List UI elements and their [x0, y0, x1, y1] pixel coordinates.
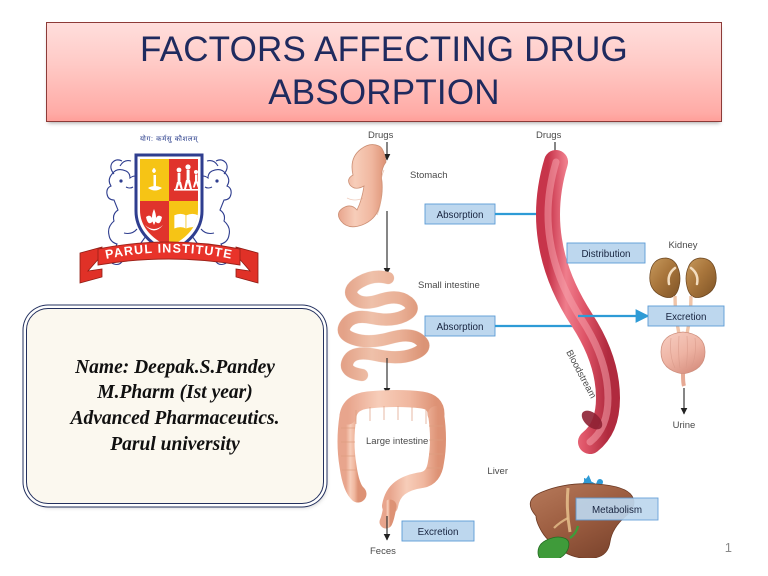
slide-page-number: 1	[724, 540, 732, 555]
liver-illustration	[529, 483, 635, 558]
author-degree: M.Pharm (Ist year)	[97, 382, 253, 404]
sanskrit-motto-text: योग: कर्मसु कौशलम्	[139, 136, 199, 143]
label-drugs-iv: Drugs	[536, 130, 562, 141]
label-liver-text: Liver	[487, 466, 508, 477]
crest-icon: PARUL INSTITUTE	[79, 153, 259, 284]
process-box-excretion-renal: Excretion	[647, 305, 725, 327]
page-title: FACTORS AFFECTING DRUG ABSORPTION	[140, 30, 628, 112]
drug-absorption-diagram: Drugs Stomach Absorption Small intestine…	[330, 126, 768, 558]
label-drugs-oral: Drugs	[368, 130, 394, 141]
svg-text:Distribution: Distribution	[581, 249, 630, 260]
label-urine: Urine	[673, 420, 696, 431]
label-large-intestine: Large intestine	[366, 436, 428, 447]
logo-ribbon-text: PARUL INSTITUTE	[104, 241, 234, 261]
large-intestine-illustration	[337, 390, 446, 529]
svg-text:Absorption: Absorption	[437, 210, 484, 221]
author-university: Parul university	[110, 433, 240, 455]
small-intestine-illustration	[337, 270, 430, 382]
label-small-intestine: Small intestine	[418, 280, 480, 291]
process-box-excretion-fecal: Excretion	[401, 520, 475, 542]
logo-ribbon: PARUL INSTITUTE	[79, 241, 259, 284]
stomach-illustration	[338, 144, 387, 228]
process-box-distribution: Distribution	[566, 242, 646, 264]
author-name: Name: Deepak.S.Pandey	[75, 356, 275, 378]
label-feces: Feces	[370, 546, 396, 557]
slide-title-banner: FACTORS AFFECTING DRUG ABSORPTION	[46, 22, 722, 122]
svg-text:Excretion: Excretion	[418, 527, 459, 538]
label-kidney: Kidney	[668, 240, 697, 251]
bladder-illustration	[660, 331, 706, 387]
process-box-metabolism: Metabolism	[575, 497, 659, 521]
bloodstream-vessel-illustration	[536, 150, 621, 454]
svg-text:Absorption: Absorption	[437, 322, 484, 333]
author-department: Advanced Pharmaceutics.	[70, 408, 280, 429]
author-details-box: Name: Deepak.S.Pandey M.Pharm (Ist year)…	[26, 308, 324, 504]
label-stomach: Stomach	[410, 170, 448, 181]
parul-institute-logo: योग: कर्मसु कौशलम्	[74, 133, 264, 288]
process-box-absorption-stomach: Absorption	[424, 203, 496, 225]
process-box-absorption-intestine: Absorption	[424, 315, 496, 337]
svg-text:Metabolism: Metabolism	[592, 505, 642, 516]
svg-text:Excretion: Excretion	[666, 312, 707, 323]
